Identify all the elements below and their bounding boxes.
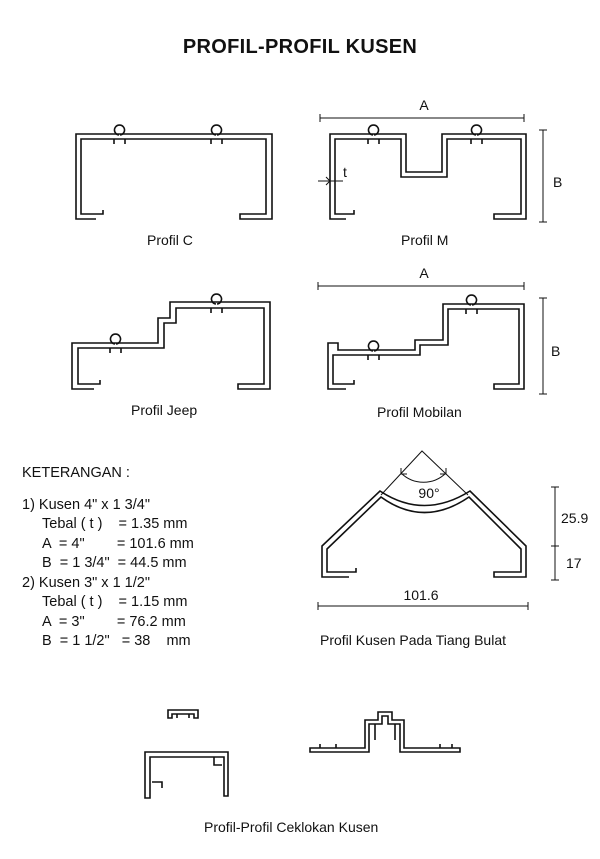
profil-tiang-bulat-caption: Profil Kusen Pada Tiang Bulat <box>320 632 507 648</box>
keterangan-notes: KETERANGAN : 1) Kusen 4" x 1 3/4" Tebal … <box>22 464 194 652</box>
ceklokan-caption: Profil-Profil Ceklokan Kusen <box>204 819 379 835</box>
ceklokan-left-drawing <box>144 709 229 799</box>
profil-c-drawing <box>75 124 273 220</box>
m-b-label: B <box>553 174 562 190</box>
profil-jeep-drawing <box>71 293 271 390</box>
height-lower-label: 17 <box>566 555 582 571</box>
profil-c-caption: Profil C <box>147 232 193 248</box>
mobilan-b-label: B <box>551 343 560 359</box>
angle-label: 90° <box>418 485 439 501</box>
note-1-line-1: Tebal ( t ) = 1.35 mm <box>42 516 188 532</box>
width-label: 101.6 <box>403 587 438 603</box>
note-2-line-2: A = 3" = 76.2 mm <box>42 613 186 630</box>
note-2-title: 2) Kusen 3" x 1 1/2" <box>22 574 150 591</box>
profil-tiang-bulat-drawing <box>317 450 559 610</box>
note-2-line-1: Tebal ( t ) = 1.15 mm <box>42 594 188 610</box>
note-2-line-3: B = 1 1/2" = 38 mm <box>42 633 191 649</box>
profil-m-caption: Profil M <box>401 232 449 248</box>
ceklokan-right-drawing <box>309 711 461 753</box>
profil-jeep-caption: Profil Jeep <box>131 402 198 418</box>
page-title: PROFIL-PROFIL KUSEN <box>182 36 418 58</box>
profil-mobilan-drawing <box>317 282 547 395</box>
profil-m-drawing <box>318 114 547 223</box>
mobilan-a-label: A <box>419 265 429 281</box>
height-upper-label: 25.9 <box>561 510 588 526</box>
m-t-label: t <box>343 164 347 180</box>
note-1-line-3: B = 1 3/4" = 44.5 mm <box>42 555 187 571</box>
notes-heading: KETERANGAN : <box>22 465 130 481</box>
note-1-line-2: A = 4" = 101.6 mm <box>42 535 194 552</box>
m-a-label: A <box>419 97 429 113</box>
note-1-title: 1) Kusen 4" x 1 3/4" <box>22 496 150 513</box>
profil-mobilan-caption: Profil Mobilan <box>377 404 462 420</box>
